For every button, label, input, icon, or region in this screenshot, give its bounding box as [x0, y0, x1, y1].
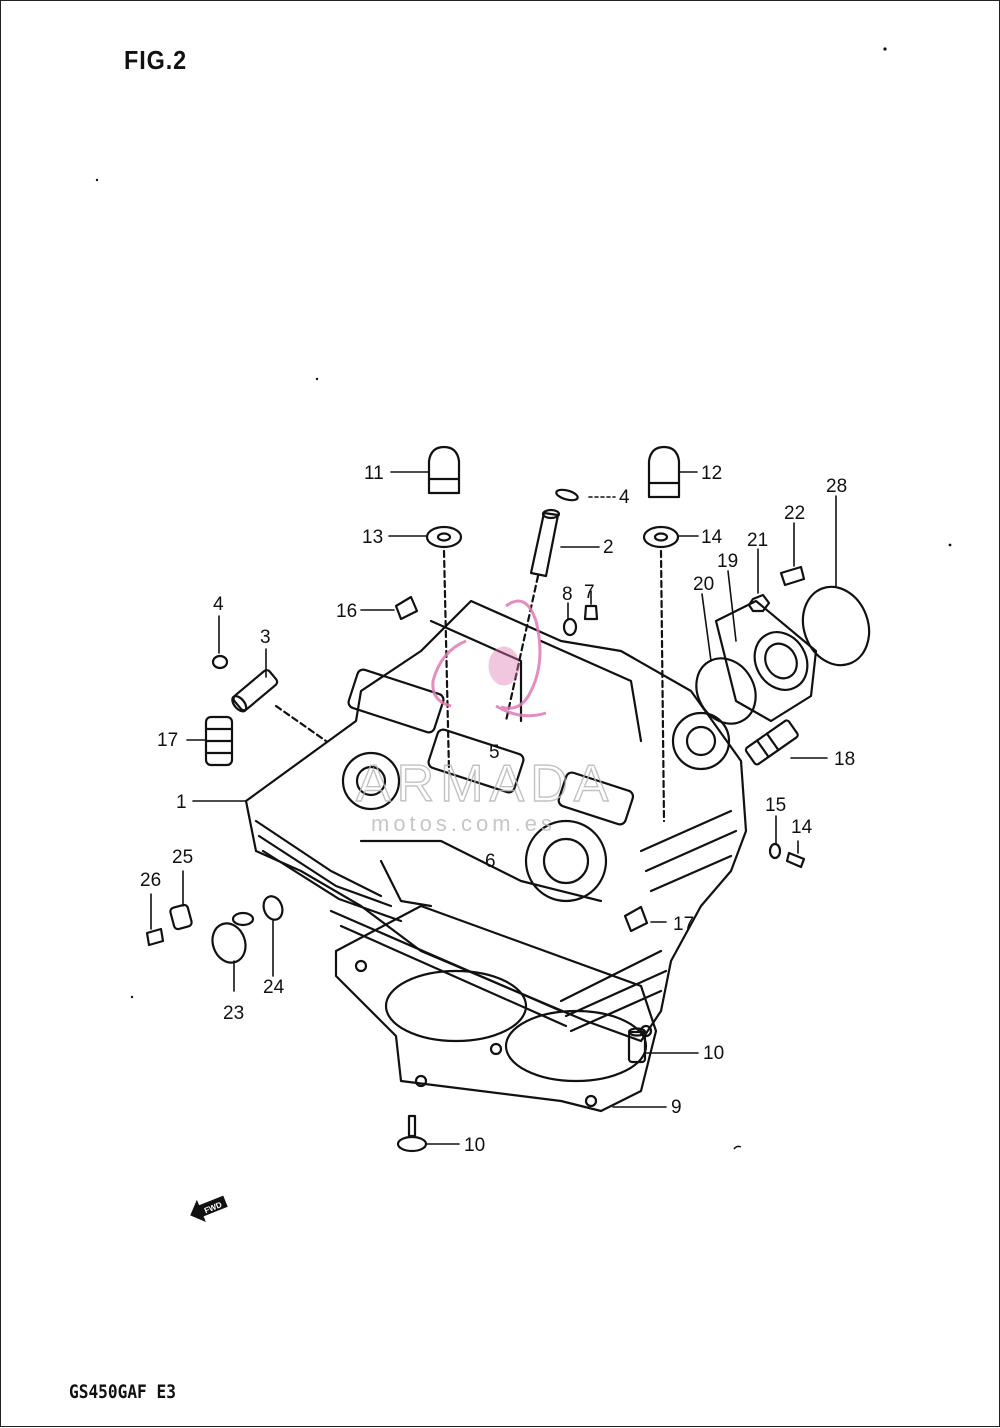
watermark-tagline: motos.com.es — [371, 811, 556, 836]
callout-9: 9 — [671, 1097, 682, 1118]
callout-25: 20 — [693, 574, 714, 595]
callout-14b: 14 — [701, 527, 723, 548]
clip-4a — [555, 488, 579, 502]
cylinder-head — [244, 599, 748, 1043]
figure-title: FIG.2 — [124, 45, 188, 75]
callout-20: 23 — [223, 1003, 244, 1024]
callout-3: 3 — [260, 627, 271, 648]
bolt-15 — [785, 851, 806, 869]
callout-12: 11 — [364, 463, 384, 484]
plug-17a — [394, 595, 419, 621]
washer-8 — [562, 617, 578, 637]
svg-text:FWD: FWD — [203, 1200, 223, 1215]
callout-17a: 16 — [336, 601, 357, 622]
callout-24: 19 — [717, 551, 738, 572]
callout-4a: 4 — [619, 487, 630, 508]
callout-13: 12 — [701, 463, 722, 484]
head-gasket — [334, 904, 658, 1113]
screw-23 — [145, 927, 165, 947]
callout-28: 28 — [826, 476, 847, 497]
callout-2: 2 — [603, 537, 614, 558]
watermark-logo-icon — [431, 599, 547, 718]
nut-22 — [169, 903, 193, 931]
clip-4b — [211, 654, 229, 670]
callout-15: 14 — [791, 817, 813, 838]
callout-5: 5 — [489, 742, 500, 763]
callout-19: 18 — [834, 749, 855, 770]
intake-pipe-24 — [714, 599, 818, 723]
callout-1: 1 — [176, 792, 187, 813]
washer-14b — [642, 525, 680, 549]
union-18 — [204, 715, 234, 767]
callout-23: 26 — [140, 870, 161, 891]
washer-16 — [768, 842, 782, 860]
washer-14a — [425, 525, 463, 549]
callout-17b: 17 — [673, 914, 694, 935]
valve-guide-2 — [529, 508, 561, 578]
callout-4b: 4 — [213, 594, 224, 615]
watermark-brand: ARMADA — [356, 755, 614, 813]
model-code: GS450GAF E3 — [69, 1381, 176, 1403]
plug-17b — [623, 905, 649, 933]
callout-10: 10 — [464, 1135, 485, 1156]
callout-21: 24 — [263, 977, 285, 998]
callout-labels: 11 12 4 2 13 14 16 4 3 17 1 25 26 23 24 … — [140, 463, 855, 1156]
callout-27: 21 — [747, 530, 768, 551]
plug-20 — [211, 911, 255, 964]
valve-guide-3 — [231, 669, 279, 713]
bolt-7 — [583, 604, 599, 621]
callout-16: 15 — [765, 795, 786, 816]
callout-22: 25 — [172, 847, 193, 868]
o-ring-25 — [695, 657, 757, 725]
callout-26: 22 — [784, 503, 805, 524]
bolt-26 — [779, 565, 806, 587]
nut-27 — [747, 593, 771, 613]
bolt-10 — [396, 1114, 428, 1153]
cap-nut-13 — [647, 445, 681, 499]
gasket-21 — [262, 895, 284, 921]
callout-18: 17 — [157, 730, 178, 751]
dowel-pin-11 — [627, 1027, 647, 1064]
cap-nut-12 — [427, 445, 461, 495]
callout-8: 8 — [562, 584, 573, 605]
callout-14a: 13 — [362, 527, 383, 548]
callout-11: 10 — [703, 1043, 724, 1064]
spark-plug-19 — [744, 719, 799, 766]
clamp-28 — [801, 585, 871, 667]
watermark: ARMADA motos.com.es — [355, 599, 614, 836]
callout-7: 7 — [584, 582, 595, 603]
fwd-arrow-icon: FWD — [190, 1195, 228, 1222]
callout-6: 6 — [485, 851, 496, 872]
